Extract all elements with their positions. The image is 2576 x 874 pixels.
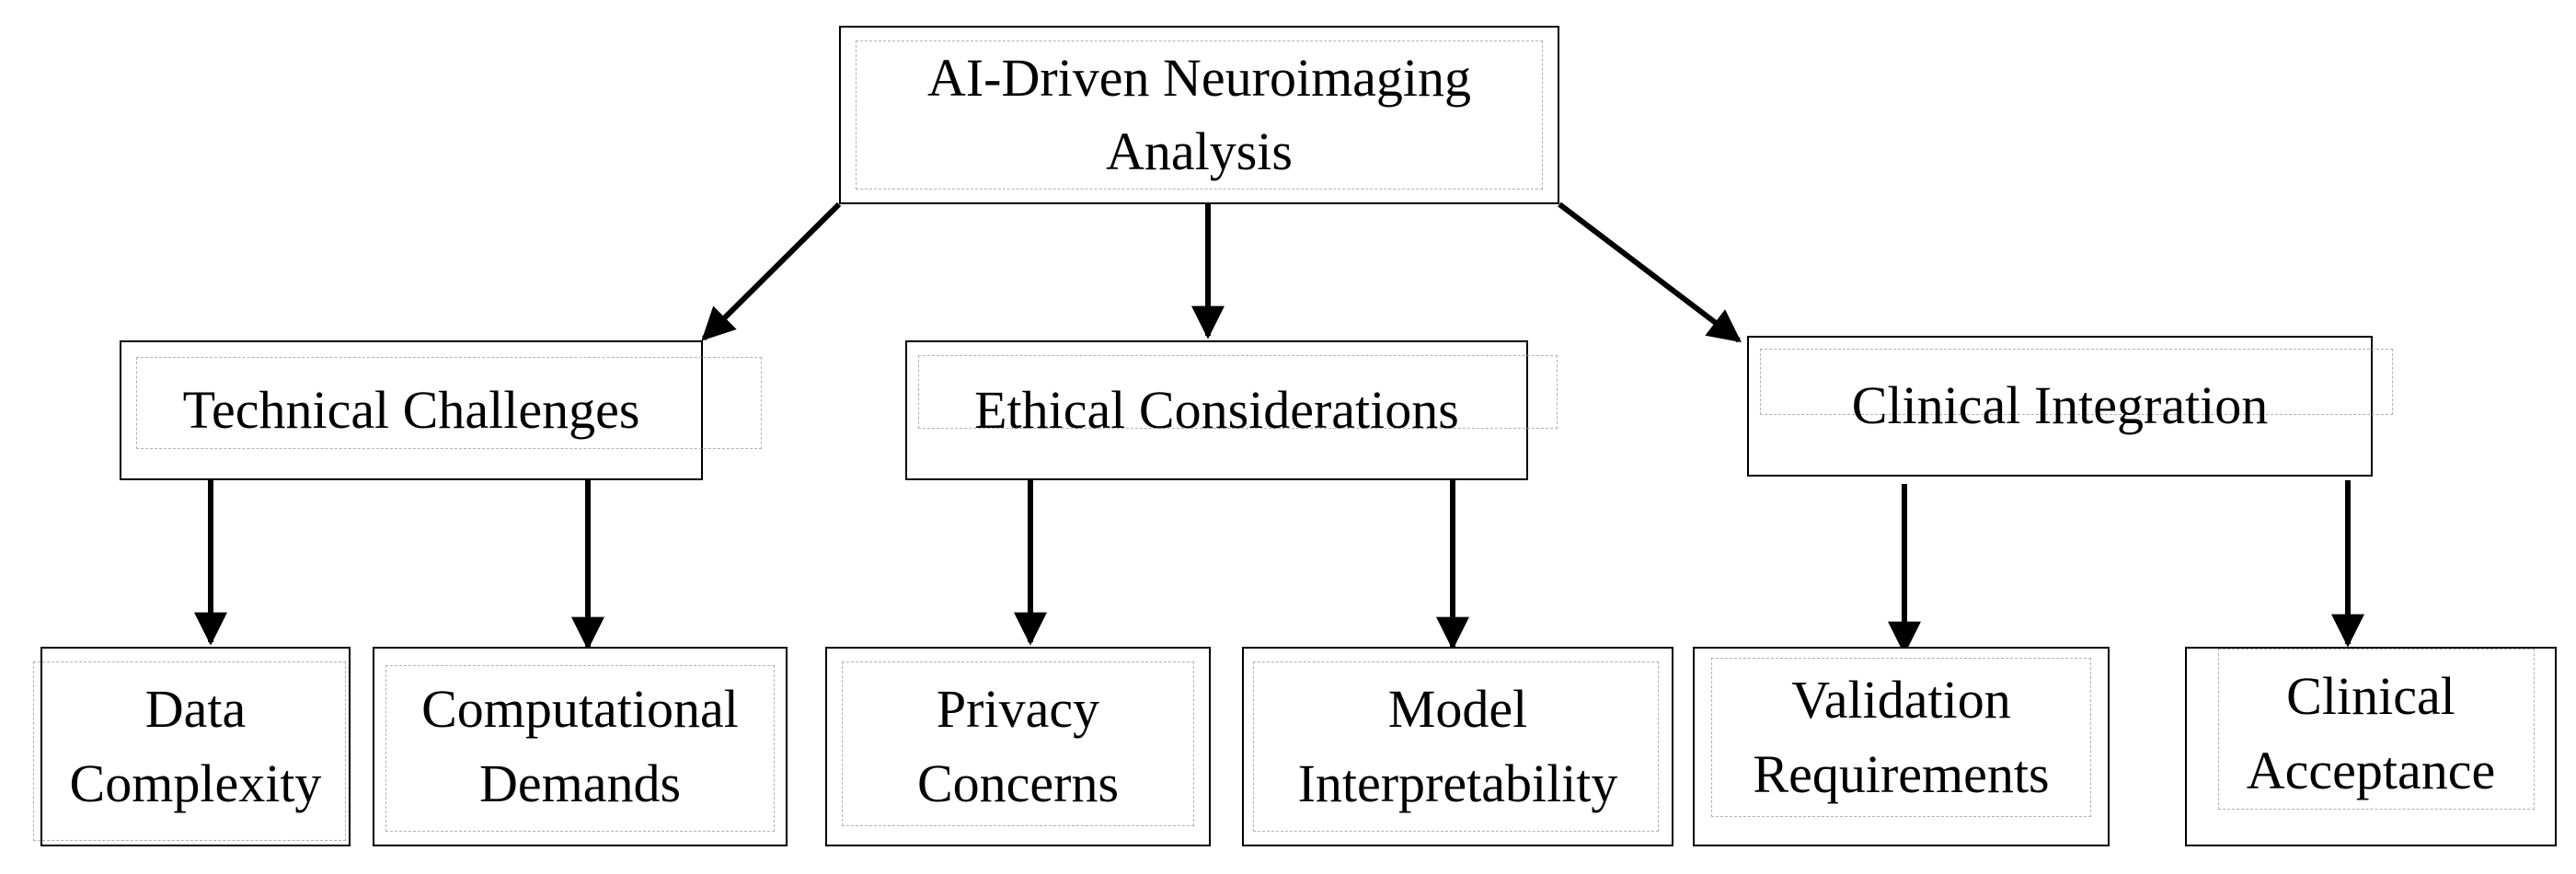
node-validation-requirements: Validation Requirements	[1693, 647, 2110, 846]
node-validation-requirements-label: Validation Requirements	[1753, 670, 2050, 804]
node-computational-demands: Computational Demands	[373, 647, 788, 846]
root-node: AI-Driven Neuroimaging Analysis	[839, 26, 1559, 204]
node-data-complexity: Data Complexity	[33, 647, 351, 846]
node-ethical-considerations: Ethical Considerations	[905, 340, 1558, 480]
node-model-interpretability: Model Interpretability	[1242, 647, 1673, 846]
node-clinical-integration-label: Clinical Integration	[1851, 375, 2269, 436]
node-clinical-integration: Clinical Integration	[1747, 336, 2393, 477]
arrow-root-to-clinical	[1558, 201, 1742, 343]
root-node-label: AI-Driven Neuroimaging Analysis	[926, 47, 1472, 181]
node-technical-challenges-label: Technical Challenges	[182, 379, 640, 440]
node-ethical-considerations-label: Ethical Considerations	[974, 379, 1459, 440]
node-clinical-acceptance: Clinical Acceptance	[2185, 647, 2557, 846]
node-technical-challenges: Technical Challenges	[120, 340, 762, 480]
node-computational-demands-label: Computational Demands	[421, 679, 739, 813]
node-privacy-concerns: Privacy Concerns	[825, 647, 1211, 846]
node-privacy-concerns-label: Privacy Concerns	[916, 679, 1120, 813]
node-clinical-acceptance-label: Clinical Acceptance	[2246, 666, 2496, 800]
node-data-complexity-label: Data Complexity	[69, 679, 322, 813]
arrow-root-to-technical	[701, 201, 842, 341]
node-model-interpretability-label: Model Interpretability	[1297, 679, 1618, 813]
